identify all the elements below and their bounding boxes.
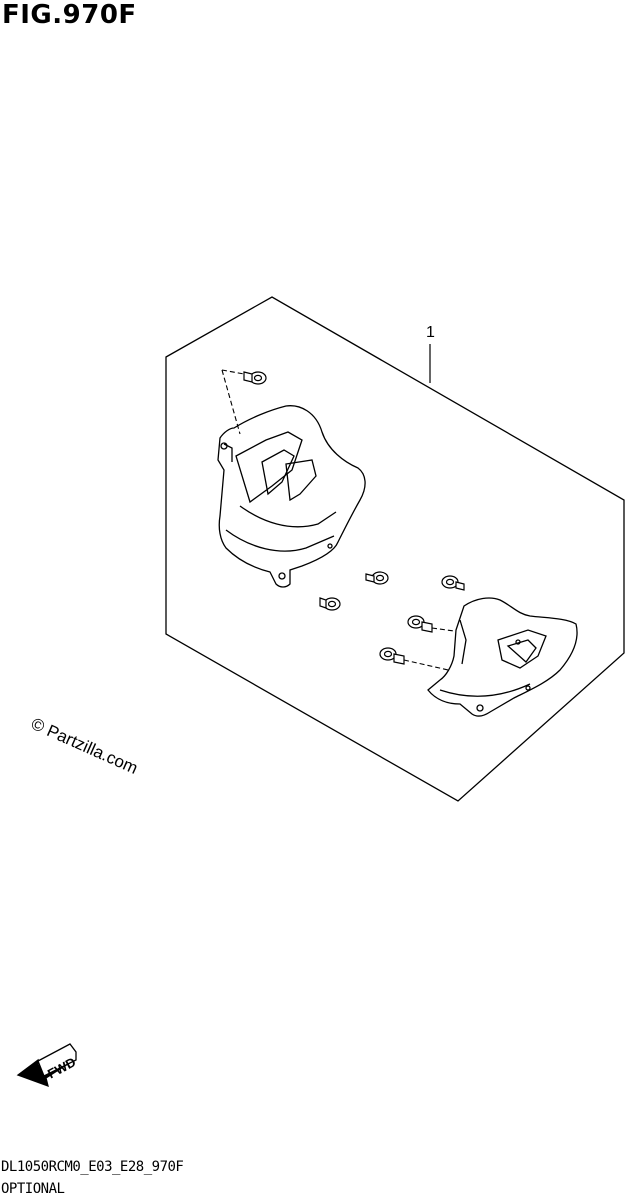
bolt-right-3 <box>379 647 405 665</box>
bolt-mid-1 <box>365 571 389 585</box>
left-guard <box>217 405 366 588</box>
bolt-right-1 <box>441 575 465 591</box>
figure-title: FIG.970F <box>2 0 137 30</box>
bolt-right-2 <box>407 615 433 633</box>
fwd-label: FWD <box>45 1054 78 1081</box>
assembly-dash-1 <box>221 369 241 435</box>
bolt-top <box>243 371 267 385</box>
bolt-mid-2 <box>319 597 341 611</box>
fwd-arrow-icon <box>16 1043 77 1088</box>
category-label: OPTIONAL <box>1 1181 65 1197</box>
kit-boundary <box>165 296 625 802</box>
assembly-dash-1b <box>221 369 245 375</box>
fwd-label-box: FWD <box>45 1054 78 1081</box>
right-guard <box>427 597 578 717</box>
model-code: DL1050RCM0_E03_E28_970F <box>1 1159 184 1175</box>
ref-number-1: 1 <box>426 324 435 341</box>
